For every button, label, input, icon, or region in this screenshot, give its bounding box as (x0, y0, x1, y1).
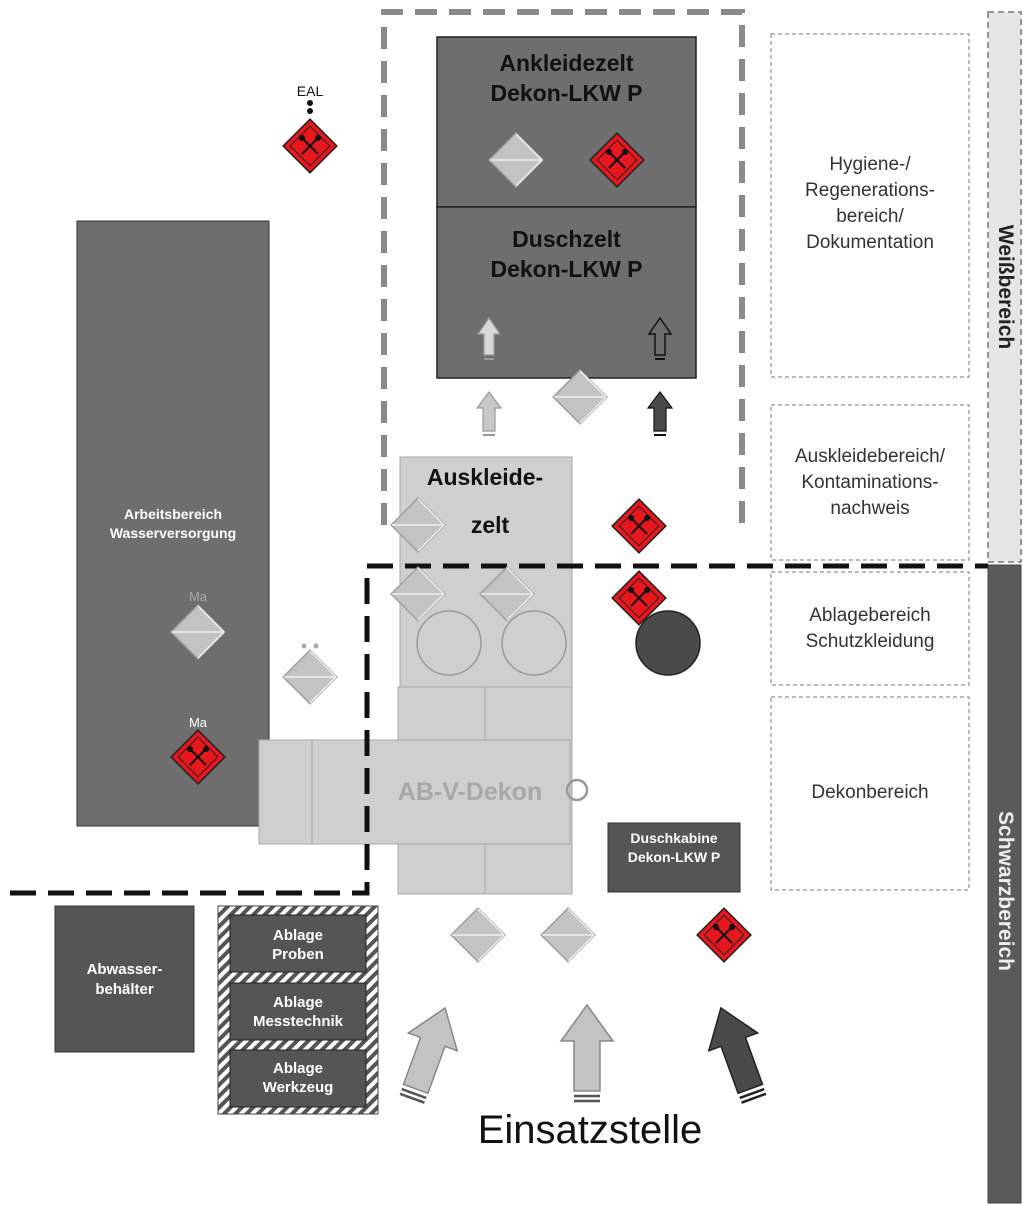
einsatzstelle-label: Einsatzstelle (477, 1108, 703, 1152)
ablage-werkzeug-label: Ablage Werkzeug (262, 1060, 334, 1096)
dekon-zone-label: Dekonbereich (811, 782, 929, 803)
red-hazard-symbol (611, 498, 667, 554)
up-arrow-dark (646, 391, 674, 436)
gray-diamond-symbol (540, 907, 596, 963)
ablage-zone-box (770, 571, 970, 686)
ablage-messtechnik-box (229, 982, 367, 1041)
ablage-messtechnik-label: Ablage Messtechnik (252, 994, 344, 1030)
eal-label: EAL (296, 83, 324, 99)
white-area-boundary (381, 9, 745, 525)
schwarzbereich-label: Schwarzbereich (994, 811, 1017, 971)
ablage-proben-box (229, 914, 367, 973)
auskleide-zone-box (770, 404, 970, 561)
tank-left (416, 610, 482, 676)
ma-gray-label: Ma (188, 589, 208, 604)
up-arrow-light (476, 316, 502, 360)
ankleidezelt-box (436, 36, 697, 208)
gray-diamond-symbol (450, 907, 506, 963)
gray-diamond-symbol (282, 649, 338, 705)
ablage-werkzeug-box (229, 1049, 367, 1108)
black-area-boundary (10, 563, 988, 896)
truck-body (258, 739, 571, 845)
entry-arrow-left (399, 1006, 459, 1104)
ma-red-label: Ma (188, 715, 208, 730)
duschzelt-label: Duschzelt Dekon-LKW P (490, 226, 643, 282)
auskleidezelt-label-line1: Auskleide- (426, 464, 544, 490)
up-arrow-light (475, 391, 503, 436)
entry-arrow-center (559, 1003, 615, 1103)
hygiene-zone-box (770, 33, 970, 378)
auskleidezelt-label-line2: zelt (470, 512, 510, 538)
auskleide-zone-label: Auskleidebereich/ Kontaminations- nachwe… (795, 446, 945, 519)
duschzelt-box (436, 206, 697, 379)
ab-v-dekon-label: AB-V-Dekon (397, 778, 543, 806)
weissbereich-band (987, 11, 1022, 563)
arbeitsbereich-label: Arbeitsbereich Wasserversorgung (109, 506, 237, 541)
hygiene-zone-label: Hygiene-/ Regenerations- bereich/ Dokume… (805, 154, 935, 253)
tank-right (501, 610, 567, 676)
ablage-proben-label: Ablage Proben (272, 927, 324, 963)
schwarzbereich-band (987, 564, 1022, 1204)
duschkabine-box (607, 822, 741, 893)
weissbereich-label: Weißbereich (994, 224, 1017, 350)
red-hazard-symbol (696, 907, 752, 963)
entry-arrow-right (707, 1006, 767, 1104)
up-arrow-dark-outline (647, 316, 673, 360)
abwasser-label: Abwasser- behälter (86, 961, 163, 998)
red-hazard-symbol (282, 118, 338, 174)
truck-hose-ring (565, 778, 589, 802)
duschkabine-label: Duschkabine Dekon-LKW P (627, 830, 721, 865)
abwasser-box (54, 905, 195, 1053)
ablage-zone-label: Ablagebereich Schutzkleidung (805, 605, 935, 652)
ankleidezelt-label: Ankleidezelt Dekon-LKW P (490, 50, 643, 106)
dekon-zone-box (770, 696, 970, 891)
arbeitsbereich-box (76, 220, 270, 827)
dark-circle-marker (635, 610, 701, 676)
